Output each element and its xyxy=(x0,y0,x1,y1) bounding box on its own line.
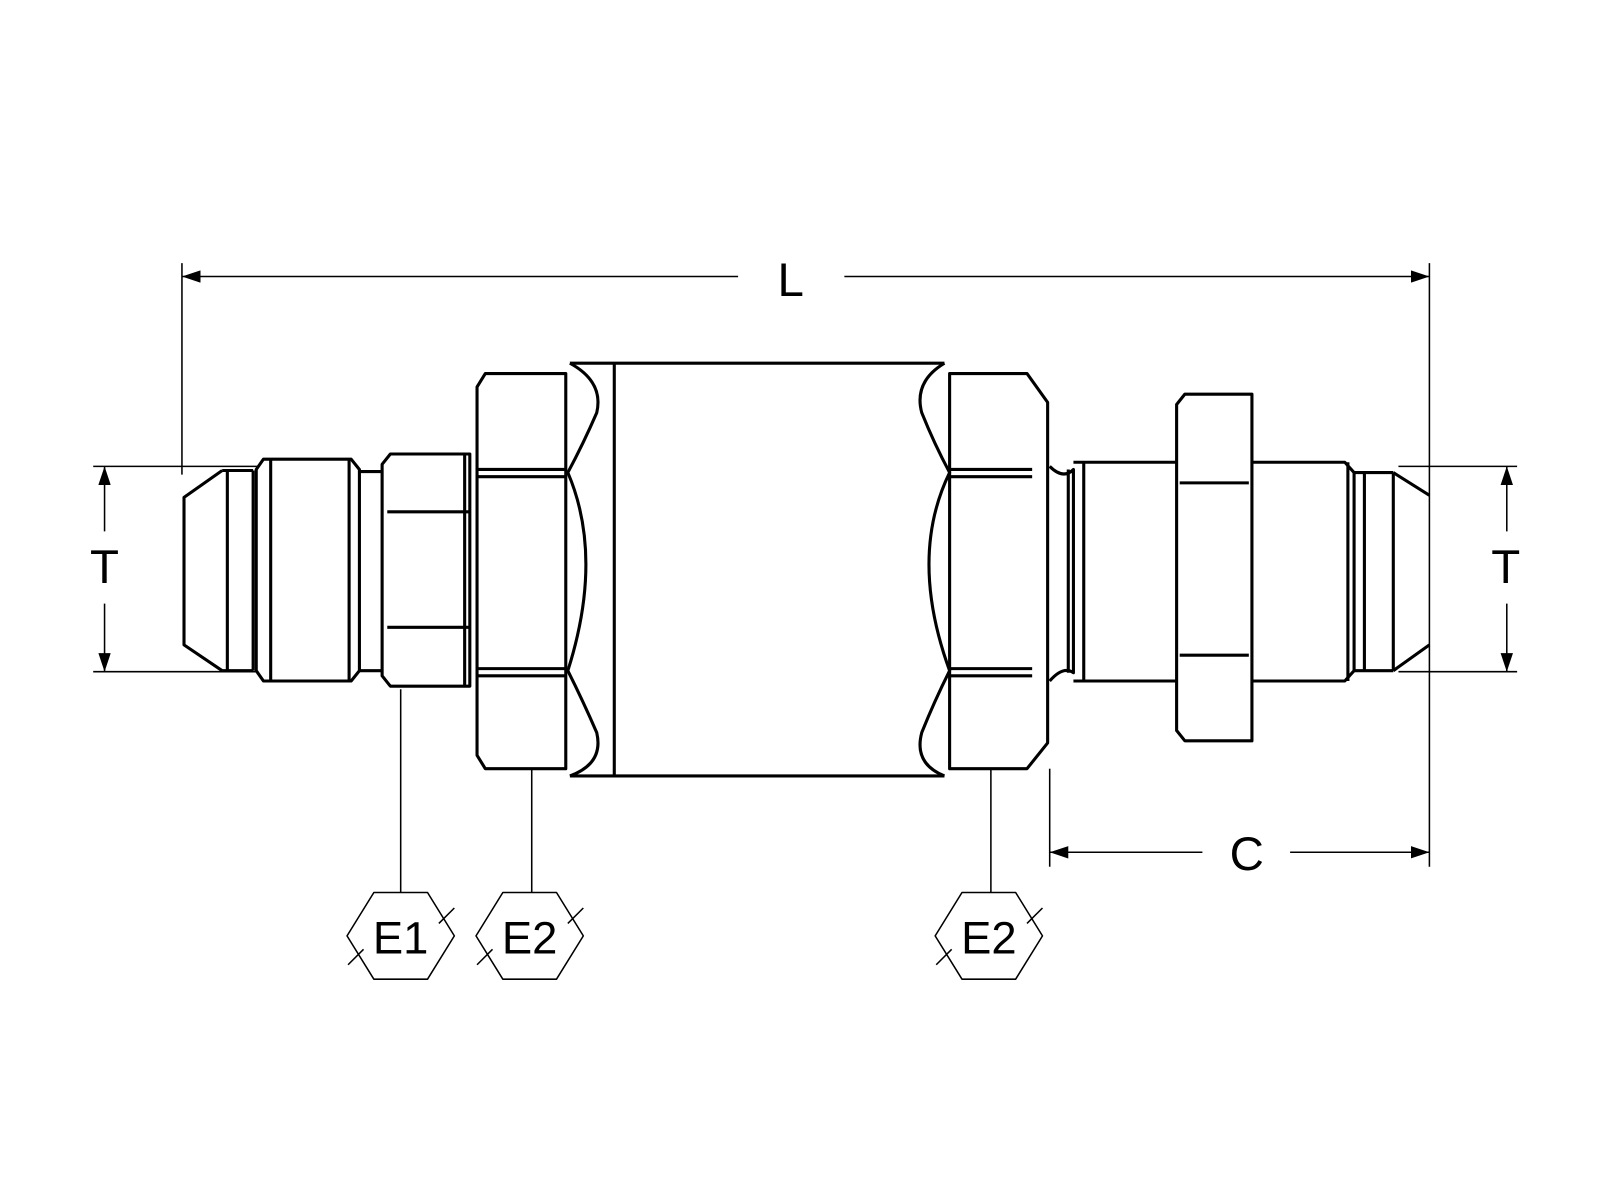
dimension-t-left-label: T xyxy=(90,541,119,594)
dimension-t-right-label: T xyxy=(1491,541,1520,594)
dimension-l: L xyxy=(181,254,1431,867)
dimension-c: C xyxy=(1048,768,1430,881)
hex-e1 xyxy=(380,452,472,688)
dimension-t-right: T xyxy=(1398,465,1520,673)
dimension-t-left: T xyxy=(90,465,259,673)
bulkhead-nut xyxy=(1175,392,1254,743)
callout-e2-left: E2 xyxy=(475,768,585,980)
callout-e2-right: E2 xyxy=(934,768,1044,980)
dimension-c-label: C xyxy=(1230,828,1264,881)
left-tube-end xyxy=(182,457,383,683)
dimension-l-label: L xyxy=(778,254,804,307)
right-bulkhead-end xyxy=(1048,392,1431,743)
hex-e2-right xyxy=(918,361,1050,778)
callout-e2-left-label: E2 xyxy=(502,912,558,963)
callout-e1-label: E1 xyxy=(373,912,429,963)
callout-e2-right-label: E2 xyxy=(961,912,1017,963)
callout-e1: E1 xyxy=(346,689,456,980)
hex-e2-left xyxy=(475,361,600,778)
valve-body xyxy=(569,361,945,778)
